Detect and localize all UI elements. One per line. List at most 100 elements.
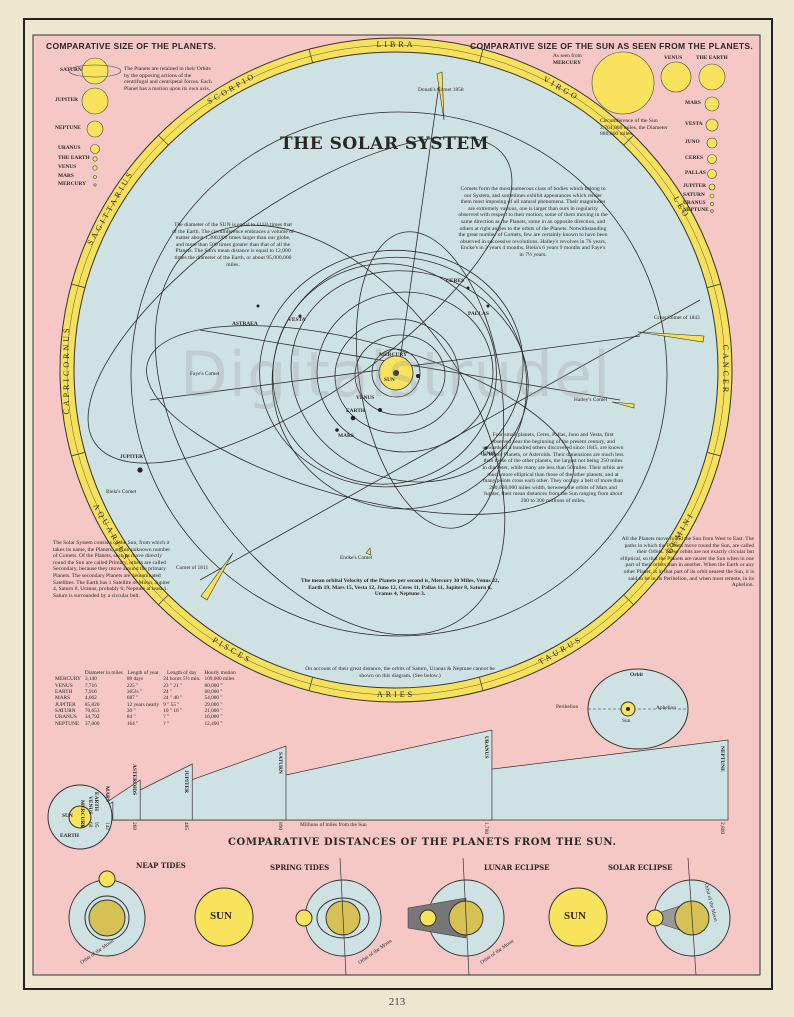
velocity-note: The mean orbital Velocity of the Planets… bbox=[300, 578, 500, 598]
zodiac-sign-label: ARIES bbox=[376, 689, 416, 699]
label-diagram-earth: EARTH bbox=[346, 408, 365, 414]
label-faye-comet: Faye's Comet bbox=[190, 371, 220, 377]
neap-sun bbox=[194, 887, 254, 947]
zodiac-sign-label: CAPRICORNUS bbox=[61, 325, 71, 415]
label-halley-comet: Halley's Comet bbox=[574, 397, 608, 403]
distance-planet-label: JUPITER bbox=[183, 770, 190, 794]
table-cell: VENUS bbox=[55, 682, 73, 689]
zodiac-divider bbox=[623, 134, 634, 146]
label-uranus: URANUS bbox=[58, 145, 81, 151]
table-cell: 23 " 21 " bbox=[163, 682, 183, 689]
table-cell: 80,000 " bbox=[204, 682, 223, 689]
label-earth: THE EARTH bbox=[58, 155, 90, 161]
zodiac-divider bbox=[71, 451, 86, 457]
sun-size-column bbox=[591, 51, 726, 213]
label-diagram-sun: SUN bbox=[384, 377, 395, 383]
label-neap-tides: NEAP TIDES bbox=[136, 861, 186, 870]
label-lunar-eclipse: LUNAR ECLIPSE bbox=[484, 863, 550, 872]
tide-sun-label-1: SUN bbox=[210, 910, 233, 922]
label-diagram-mercury: MERCURY bbox=[379, 352, 407, 358]
spring-tides-figure bbox=[295, 857, 382, 976]
label-biela-comet: Biela's Comet bbox=[106, 489, 137, 495]
label-sun-mars: MARS bbox=[685, 100, 701, 106]
sun-circumference-note: Circumference of the Sun 2,764,000 miles… bbox=[600, 118, 668, 138]
distance-tick-label: 485 bbox=[183, 822, 190, 831]
table-cell: NEPTUNE bbox=[55, 720, 80, 727]
planet-data-table: Diameter in miles Length of year Length … bbox=[55, 670, 240, 727]
table-cell: SATURN bbox=[55, 708, 76, 715]
distance-tick-label: 1,780 bbox=[482, 822, 489, 835]
solar-eclipse-figure bbox=[646, 857, 731, 976]
label-diagram-juno: JUNO bbox=[480, 451, 495, 457]
distance-axis-label: Millions of miles from the Sun bbox=[300, 822, 367, 828]
label-diagram-ceres: CERES bbox=[446, 278, 464, 284]
page-title: THE SOLAR SYSTEM bbox=[280, 134, 489, 154]
label-great-comet: Great Comet of 1843 bbox=[654, 315, 700, 321]
table-cell: 365¼ " bbox=[126, 689, 143, 696]
label-saturn: SATURN bbox=[60, 67, 82, 73]
label-mercury: MERCURY bbox=[58, 181, 86, 187]
label-jupiter: JUPITER bbox=[55, 97, 79, 103]
zodiac-sign-label: LIBRA bbox=[376, 39, 416, 49]
label-as-seen-from: As seen from bbox=[553, 53, 582, 59]
label-sun-ceres: CERES bbox=[685, 155, 703, 161]
distance-planet-label: NEPTUNE bbox=[719, 746, 725, 772]
distance-planet-label: URANUS bbox=[482, 736, 489, 759]
tide-sun-label-2: SUN bbox=[564, 910, 587, 922]
label-diagram-jupiter: JUPITER bbox=[120, 454, 144, 460]
label-diagram-vesta: VESTA bbox=[288, 317, 306, 323]
label-sun-mercury: MERCURY bbox=[553, 60, 581, 66]
table-cell: 16,000 " bbox=[204, 714, 223, 721]
label-donati-comet: Donati's Comet 1858 bbox=[418, 87, 464, 93]
table-cell: URANUS bbox=[55, 714, 77, 721]
zodiac-sign-label: CANCER bbox=[721, 344, 731, 396]
orbit-perihelion: Perihelion bbox=[556, 704, 579, 710]
orbit-sun: Sun bbox=[622, 718, 631, 724]
zodiac-divider bbox=[71, 283, 86, 289]
label-diagram-pallas: PALLAS bbox=[468, 311, 489, 317]
label-mars: MARS bbox=[58, 173, 74, 179]
table-cell: 3,140 bbox=[84, 676, 97, 683]
col-motion: Hourly motion bbox=[204, 670, 236, 676]
zodiac-divider bbox=[706, 451, 721, 457]
table-cell: 84 " bbox=[126, 714, 136, 721]
zodiac-divider bbox=[158, 134, 169, 146]
distance-planet-label: EARTH bbox=[92, 792, 99, 811]
label-solar-eclipse: SOLAR ECLIPSE bbox=[608, 863, 673, 872]
zodiac-divider bbox=[308, 49, 314, 63]
distance-planet-label: MARS bbox=[103, 786, 110, 802]
table-cell: 7,916 bbox=[84, 689, 97, 696]
table-cell: 164 " bbox=[126, 720, 139, 727]
label-comet-1811: Comet of 1811 bbox=[176, 565, 209, 571]
distance-planet-label: ASTEROIDS bbox=[131, 764, 138, 796]
far-orbits-note: On account of their great distance, the … bbox=[305, 666, 495, 679]
table-cell: 70,653 bbox=[84, 708, 100, 715]
comets-note: Comets form the most numerous class of b… bbox=[458, 186, 608, 258]
table-cell: 30 " bbox=[126, 708, 136, 715]
table-cell: 10 " 16 " bbox=[163, 708, 183, 715]
lunar-eclipse-figure bbox=[407, 857, 505, 976]
distance-planet-label: VENUS bbox=[86, 796, 93, 815]
table-cell: JUPITER bbox=[55, 701, 76, 708]
distance-tick-label: 68 bbox=[86, 822, 93, 828]
label-diagram-astraea: ASTRAEA bbox=[232, 321, 258, 327]
table-cell: 109,000 miles bbox=[204, 676, 235, 683]
table-cell: 12,400 " bbox=[204, 720, 223, 727]
label-diagram-venus: VENUS bbox=[356, 395, 375, 401]
distance-tick-label: 2,800 bbox=[719, 822, 725, 835]
table-cell: 54,000 " bbox=[204, 695, 223, 702]
zodiac-divider bbox=[478, 677, 484, 691]
zodiac-divider bbox=[158, 594, 169, 606]
orbit-aphelion: Aphelion bbox=[656, 705, 677, 711]
table-cell: 7,716 bbox=[84, 682, 97, 689]
eclipse-sun bbox=[548, 887, 608, 947]
sun-size-heading: COMPARATIVE SIZE OF THE SUN AS SEEN FROM… bbox=[470, 41, 754, 51]
distance-tick-label: 95 bbox=[92, 822, 99, 828]
zodiac-divider bbox=[308, 677, 314, 691]
